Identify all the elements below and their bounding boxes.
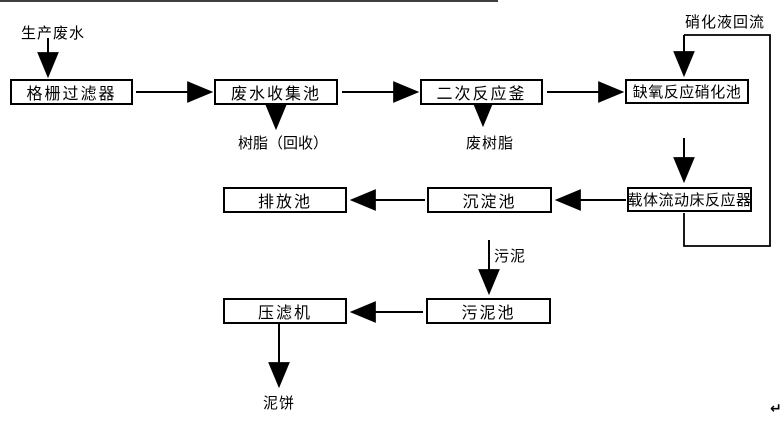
node-carrier-fluidized-bed-reactor: 载体流动床反应器 bbox=[627, 187, 752, 212]
node-sludge-pool: 污泥池 bbox=[426, 298, 551, 324]
node-wastewater-collection-pool: 废水收集池 bbox=[214, 79, 338, 105]
label-production-wastewater: 生产废水 bbox=[21, 25, 86, 42]
label-waste-resin: 废树脂 bbox=[466, 135, 515, 152]
node-grid-filter: 格栅过滤器 bbox=[10, 79, 133, 105]
node-sedimentation-pool: 沉淀池 bbox=[427, 187, 552, 213]
label-resin-recovery: 树脂（回收） bbox=[238, 135, 329, 152]
node-secondary-reactor: 二次反应釜 bbox=[420, 79, 543, 105]
label-mud-cake: 泥饼 bbox=[263, 395, 296, 412]
node-anoxic-nitrification-pool: 缺氧反应硝化池 bbox=[625, 79, 749, 104]
return-mark: ↵ bbox=[770, 400, 782, 416]
node-discharge-pool: 排放池 bbox=[223, 187, 347, 213]
label-nitrification-reflux: 硝化液回流 bbox=[685, 14, 766, 31]
label-sludge: 污泥 bbox=[494, 248, 527, 265]
node-filter-press: 压滤机 bbox=[223, 298, 347, 324]
edge-reflux-loop bbox=[683, 34, 771, 247]
